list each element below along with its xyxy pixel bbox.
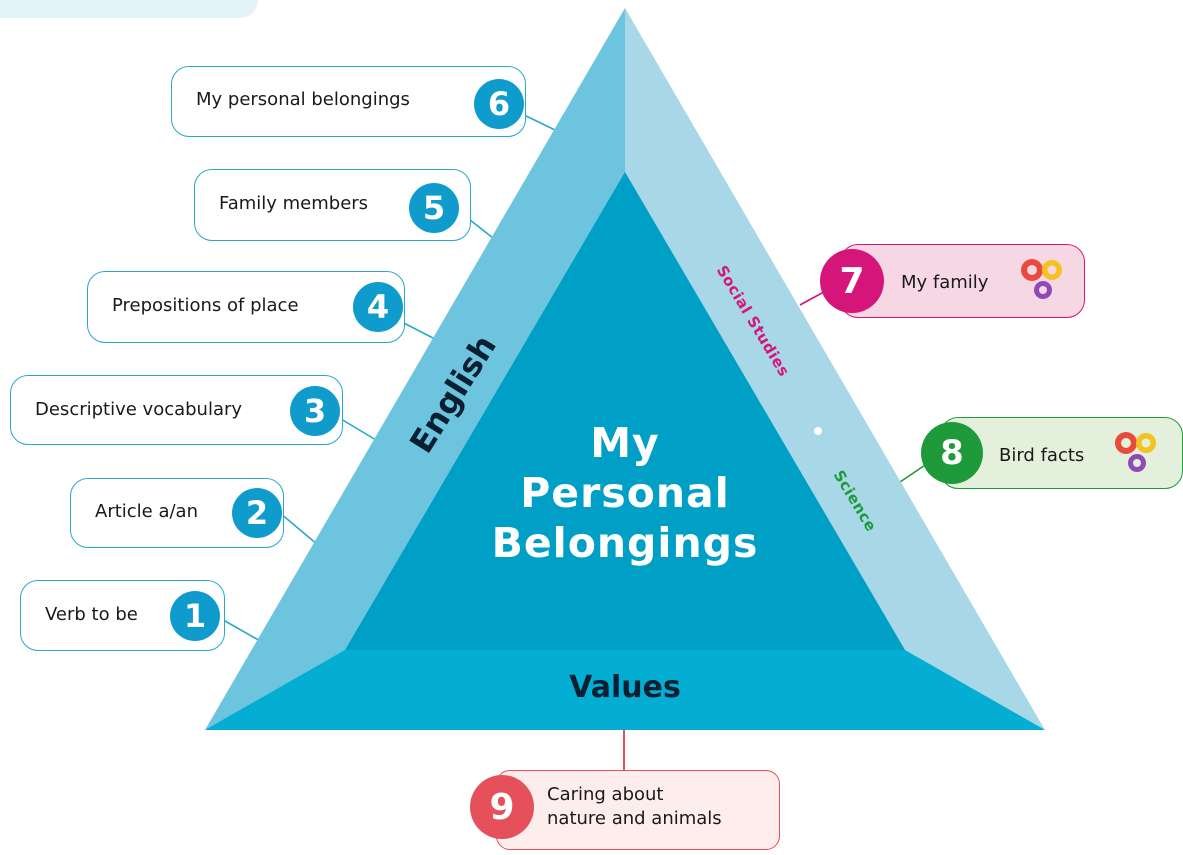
triangle-bottom-face xyxy=(205,650,1045,730)
center-title: My Personal Belongings xyxy=(430,418,820,568)
corner-tab xyxy=(0,0,258,18)
values-side-label: Values xyxy=(569,670,681,705)
gears-icon xyxy=(1115,432,1156,472)
topic-label-4: Prepositions of place xyxy=(112,295,299,316)
topic-label-6: My personal belongings xyxy=(196,89,410,110)
topic-number-1: 1 xyxy=(170,591,220,641)
topic-label-9-line-1: Caring about xyxy=(547,784,664,805)
connector-2 xyxy=(279,512,319,546)
topic-box-6[interactable]: My personal belongings xyxy=(171,66,526,137)
title-line-2: Personal xyxy=(520,469,730,517)
topic-box-9[interactable]: Caring about nature and animals xyxy=(496,770,780,850)
topic-box-8[interactable]: Bird facts xyxy=(940,417,1183,489)
topic-number-5: 5 xyxy=(409,183,459,233)
topic-box-4[interactable]: Prepositions of place xyxy=(87,271,405,343)
topic-number-3: 3 xyxy=(290,386,340,436)
gears-icon xyxy=(1021,259,1062,299)
topic-number-4: 4 xyxy=(353,282,403,332)
topic-label-7: My family xyxy=(901,272,989,293)
topic-label-2: Article a/an xyxy=(95,501,198,522)
topic-number-9: 9 xyxy=(470,775,534,839)
topic-label-8: Bird facts xyxy=(999,445,1085,466)
topic-label-3: Descriptive vocabulary xyxy=(35,399,243,420)
topic-label-1: Verb to be xyxy=(45,604,138,625)
title-line-3: Belongings xyxy=(491,519,759,567)
topic-number-6: 6 xyxy=(474,79,524,129)
topic-number-2: 2 xyxy=(232,488,282,538)
topic-box-3[interactable]: Descriptive vocabulary xyxy=(10,375,343,445)
topic-label-9: Caring about nature and animals xyxy=(547,783,722,831)
topic-number-7: 7 xyxy=(820,249,884,313)
separator-dot xyxy=(814,427,822,435)
triangle-center-face xyxy=(345,172,905,650)
topic-label-5: Family members xyxy=(219,193,369,214)
connector-1 xyxy=(217,616,263,643)
topic-label-9-line-2: nature and animals xyxy=(547,808,722,829)
title-line-1: My xyxy=(590,419,660,467)
topic-number-8: 8 xyxy=(921,422,983,484)
